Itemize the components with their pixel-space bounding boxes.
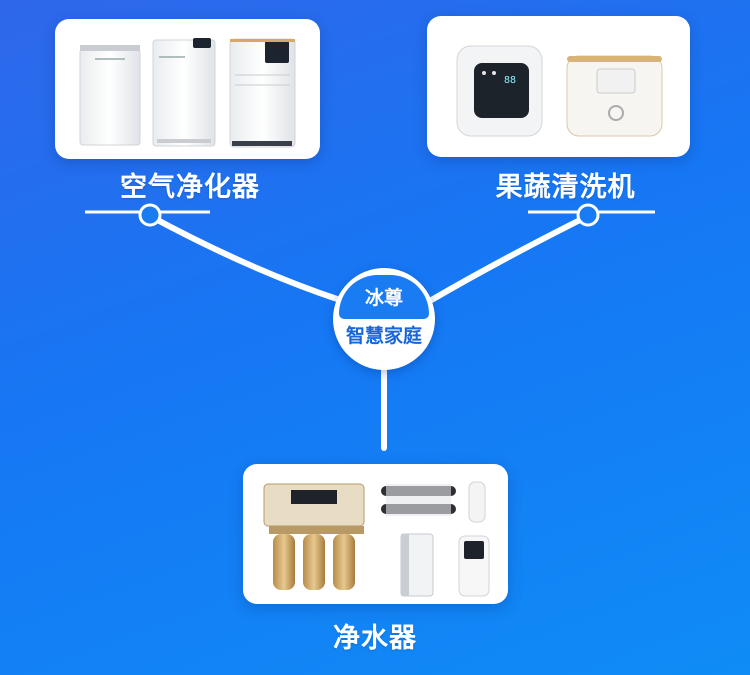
- air-node: [138, 203, 162, 227]
- veg-connector: [425, 213, 591, 305]
- water-purifier-card[interactable]: [243, 464, 508, 604]
- fruit-washer-products-image: 88: [456, 45, 663, 137]
- brand-name: 冰尊: [339, 275, 429, 319]
- air-connector: [147, 213, 343, 303]
- veg-node: [576, 203, 600, 227]
- air-purifier-label: 空气净化器: [120, 172, 260, 203]
- water-purifier-label: 净水器: [333, 623, 417, 654]
- hub-subtitle: 智慧家庭: [345, 325, 422, 347]
- air-purifier-products-image: [79, 38, 296, 148]
- fruit-washer-card[interactable]: 88: [427, 16, 690, 157]
- fruit-washer-label: 果蔬清洗机: [495, 172, 636, 203]
- svg-text:88: 88: [504, 75, 516, 86]
- water-purifier-products-image: [263, 481, 490, 597]
- air-purifier-card[interactable]: [55, 19, 320, 159]
